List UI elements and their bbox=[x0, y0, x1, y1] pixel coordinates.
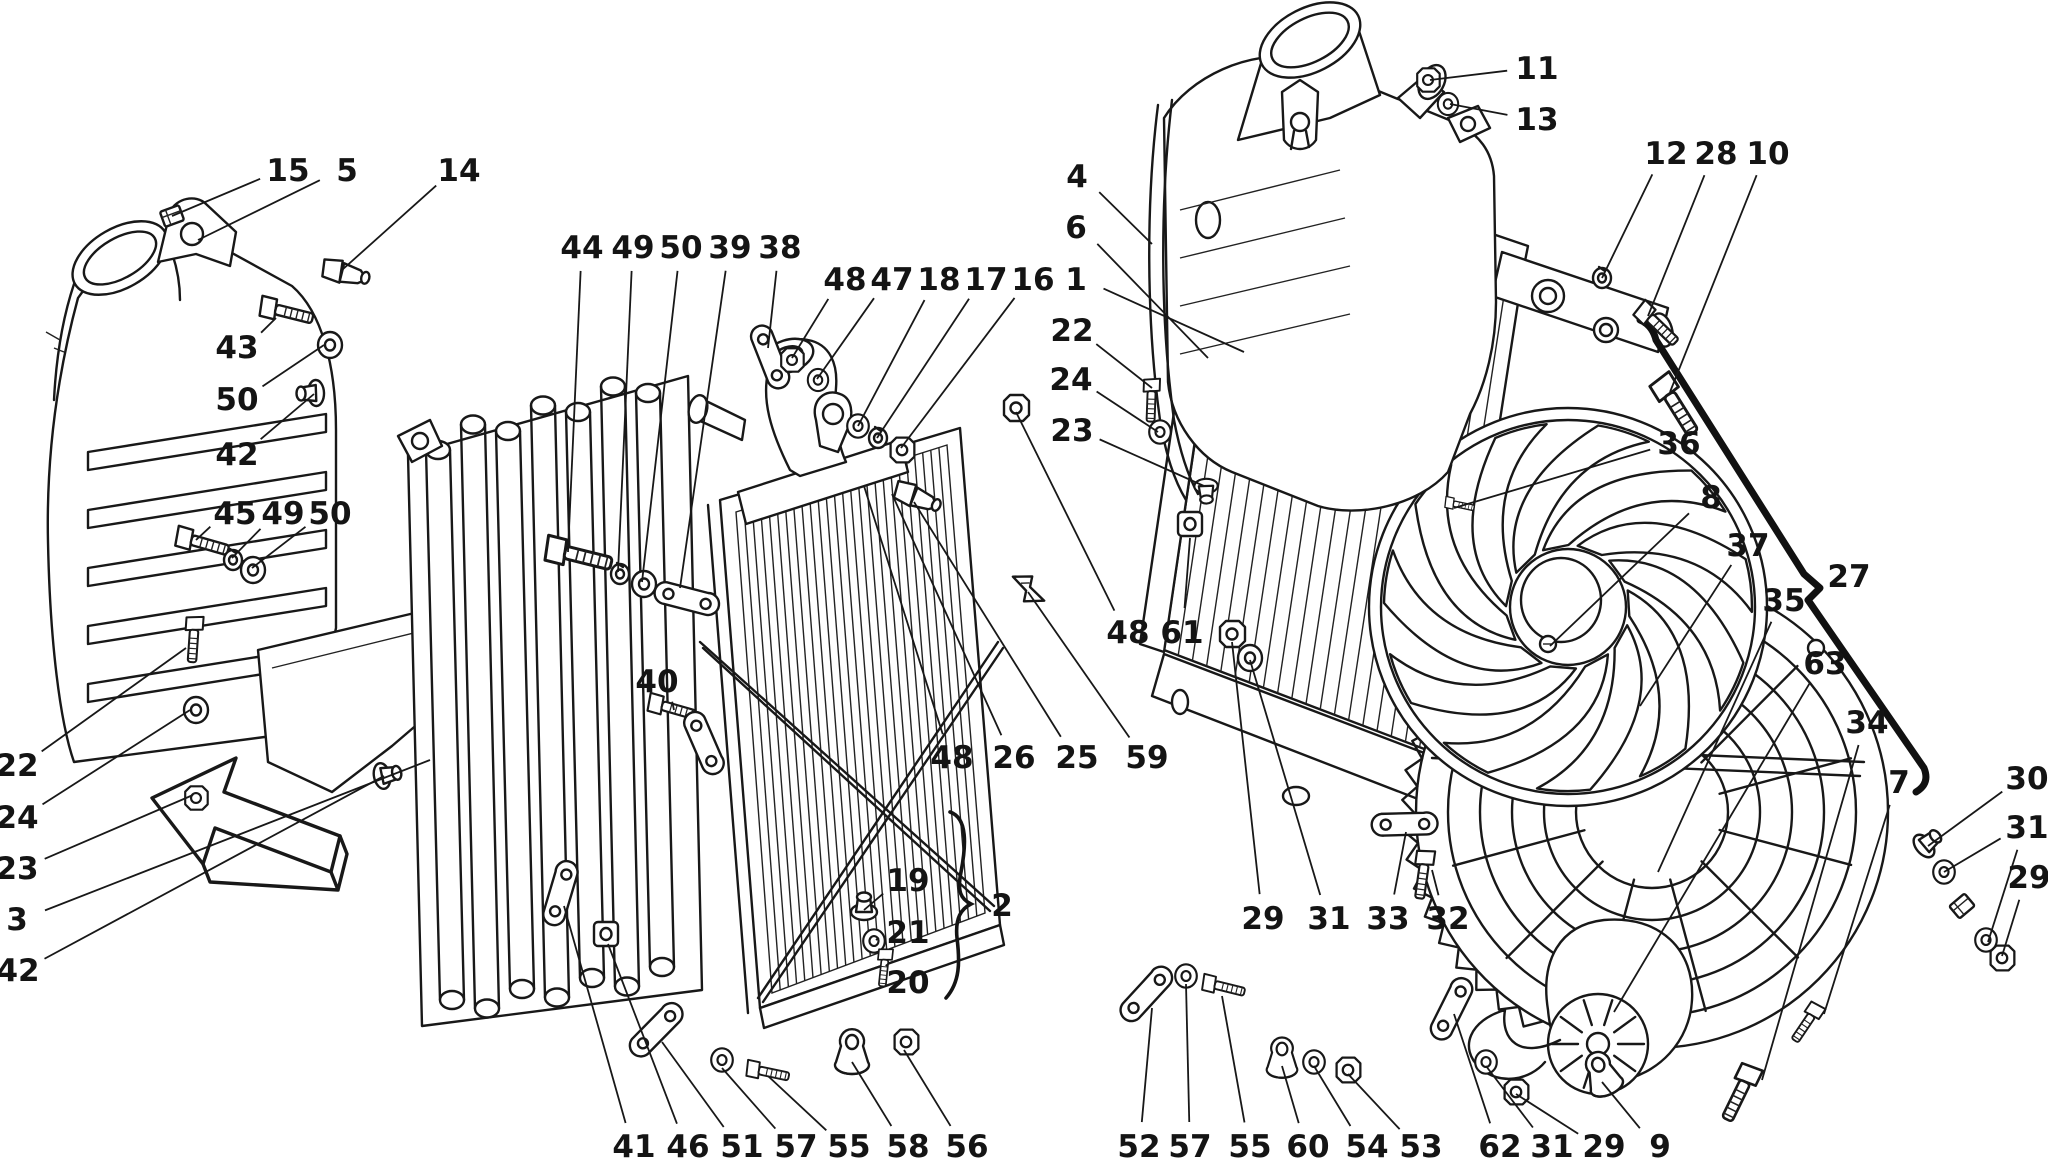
callout-7: 7 bbox=[1888, 765, 1910, 801]
callout-4: 4 bbox=[1066, 159, 1088, 195]
callout-49: 49 bbox=[611, 230, 654, 266]
callout-5: 5 bbox=[336, 153, 358, 189]
callout-9: 9 bbox=[1649, 1129, 1671, 1162]
callout-43: 43 bbox=[215, 330, 258, 366]
callout-37: 37 bbox=[1726, 528, 1769, 564]
radiator-stay-rods bbox=[698, 640, 1005, 1004]
callout-49: 49 bbox=[261, 496, 304, 532]
callout-41: 41 bbox=[612, 1129, 655, 1162]
callout-50: 50 bbox=[308, 496, 351, 532]
fan-hub bbox=[1508, 547, 1628, 667]
tank-side-curtain bbox=[1148, 98, 1200, 502]
callout-45: 45 bbox=[213, 496, 256, 532]
callout-60: 60 bbox=[1286, 1129, 1329, 1162]
callout-16: 16 bbox=[1011, 262, 1054, 298]
callout-13: 13 bbox=[1515, 102, 1558, 138]
callout-56: 56 bbox=[945, 1129, 988, 1162]
expansion-tank bbox=[1148, 1, 1498, 512]
leader-lines bbox=[41, 69, 2021, 1135]
callout-15: 15 bbox=[266, 153, 309, 189]
callout-10: 10 bbox=[1746, 136, 1789, 172]
callout-54: 54 bbox=[1345, 1129, 1388, 1162]
callout-29: 29 bbox=[1241, 901, 1284, 937]
callout-48: 48 bbox=[930, 740, 973, 776]
callout-22: 22 bbox=[1050, 313, 1093, 349]
callout-50: 50 bbox=[659, 230, 702, 266]
callout-31: 31 bbox=[2005, 810, 2048, 846]
callout-3: 3 bbox=[6, 902, 28, 938]
callout-42: 42 bbox=[0, 953, 40, 989]
callout-36: 36 bbox=[1657, 426, 1700, 462]
callout-8: 8 bbox=[1700, 480, 1722, 516]
callout-31: 31 bbox=[1307, 901, 1350, 937]
callout-59: 59 bbox=[1125, 740, 1168, 776]
callout-48: 48 bbox=[823, 262, 866, 298]
callout-42: 42 bbox=[215, 437, 258, 473]
callout-57: 57 bbox=[1168, 1129, 1211, 1162]
callout-31: 31 bbox=[1530, 1129, 1573, 1162]
callout-34: 34 bbox=[1845, 705, 1888, 741]
callout-55: 55 bbox=[1228, 1129, 1271, 1162]
callout-30: 30 bbox=[2005, 761, 2048, 797]
callout-39: 39 bbox=[708, 230, 751, 266]
callout-23: 23 bbox=[0, 851, 39, 887]
callout-50: 50 bbox=[215, 382, 258, 418]
callout-48: 48 bbox=[1106, 615, 1149, 651]
bracket-line-27 bbox=[1636, 316, 1930, 796]
oil-cooler-tubes bbox=[424, 376, 676, 1019]
callout-55: 55 bbox=[827, 1129, 870, 1162]
callout-29: 29 bbox=[1582, 1129, 1625, 1162]
callout-23: 23 bbox=[1050, 413, 1093, 449]
fan-motor bbox=[1467, 918, 1694, 1096]
callout-33: 33 bbox=[1366, 901, 1409, 937]
callout-44: 44 bbox=[560, 230, 603, 266]
callout-51: 51 bbox=[720, 1129, 763, 1162]
callout-12: 12 bbox=[1644, 136, 1687, 172]
callout-18: 18 bbox=[917, 262, 960, 298]
group-2-brace bbox=[944, 810, 976, 1000]
oil-cooler bbox=[396, 374, 704, 1028]
filler-neck bbox=[1236, 1, 1382, 142]
callout-27: 27 bbox=[1827, 559, 1870, 595]
callout-40: 40 bbox=[635, 664, 678, 700]
callout-25: 25 bbox=[1055, 740, 1098, 776]
callout-11: 11 bbox=[1515, 51, 1558, 87]
callout-24: 24 bbox=[1049, 362, 1092, 398]
callout-47: 47 bbox=[870, 262, 913, 298]
callout-38: 38 bbox=[758, 230, 801, 266]
callout-29: 29 bbox=[2007, 860, 2048, 896]
callout-20: 20 bbox=[886, 965, 929, 1001]
callout-6: 6 bbox=[1065, 210, 1087, 246]
callout-46: 46 bbox=[666, 1129, 709, 1162]
callout-1: 1 bbox=[1065, 262, 1087, 298]
callout-35: 35 bbox=[1762, 583, 1805, 619]
callout-58: 58 bbox=[886, 1129, 929, 1162]
callout-17: 17 bbox=[964, 262, 1007, 298]
callout-24: 24 bbox=[0, 800, 39, 836]
callout-2: 2 bbox=[991, 888, 1013, 924]
coolant-radiator-left bbox=[687, 337, 1006, 1030]
fan-blades bbox=[1382, 423, 1754, 793]
callout-26: 26 bbox=[992, 740, 1035, 776]
callout-63: 63 bbox=[1803, 646, 1846, 682]
callout-21: 21 bbox=[886, 915, 929, 951]
callout-52: 52 bbox=[1117, 1129, 1160, 1162]
callout-19: 19 bbox=[886, 863, 929, 899]
callout-28: 28 bbox=[1694, 136, 1737, 172]
duct-louvers bbox=[86, 412, 328, 704]
callout-61: 61 bbox=[1160, 615, 1203, 651]
callout-32: 32 bbox=[1426, 901, 1469, 937]
callout-14: 14 bbox=[437, 153, 480, 189]
callout-57: 57 bbox=[774, 1129, 817, 1162]
callout-62: 62 bbox=[1478, 1129, 1521, 1162]
callout-53: 53 bbox=[1399, 1129, 1442, 1162]
duct-inlet-tube bbox=[45, 220, 182, 402]
callout-22: 22 bbox=[0, 748, 39, 784]
